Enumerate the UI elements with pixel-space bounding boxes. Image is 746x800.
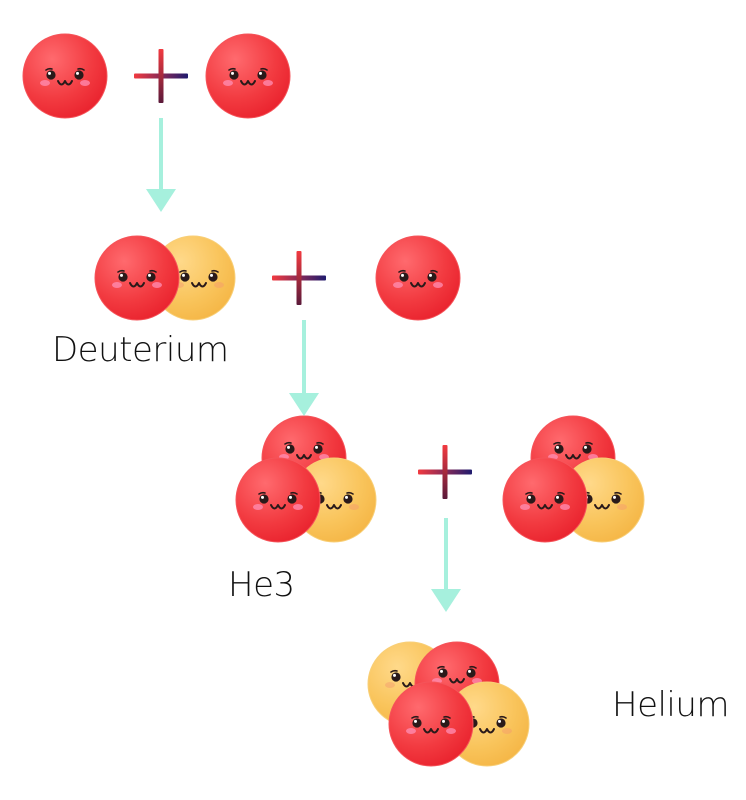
eye-icon	[496, 718, 506, 728]
eye-icon	[287, 494, 297, 504]
smile-icon	[449, 678, 465, 684]
deuterium-label: Deuterium	[52, 330, 229, 370]
proton-particle	[205, 33, 291, 119]
eye-icon	[46, 70, 56, 80]
eye-icon	[257, 70, 267, 80]
smile-icon	[296, 454, 312, 460]
eye-icon	[118, 272, 128, 282]
smile-icon	[565, 454, 581, 460]
symbols-layer	[134, 49, 472, 612]
eye-icon	[526, 494, 536, 504]
eye-icon	[427, 272, 437, 282]
eye-icon	[313, 444, 323, 454]
proton-particle	[22, 33, 108, 119]
eye-icon	[208, 272, 218, 282]
eye-icon	[259, 494, 269, 504]
eye-icon	[399, 272, 409, 282]
eye-icon	[554, 494, 564, 504]
smile-icon	[423, 728, 439, 734]
particles-layer	[22, 33, 645, 767]
down-arrow-icon	[431, 518, 461, 612]
smile-icon	[270, 504, 286, 510]
smile-icon	[129, 282, 145, 288]
eye-icon	[582, 444, 592, 454]
smile-icon	[191, 282, 207, 288]
plus-icon	[272, 251, 326, 305]
he3-label: He3	[228, 565, 295, 605]
eye-icon	[438, 668, 448, 678]
eye-icon	[440, 718, 450, 728]
proton-particle	[502, 457, 588, 543]
eye-icon	[285, 444, 295, 454]
proton-particle	[388, 681, 474, 767]
proton-particle	[235, 457, 321, 543]
eye-icon	[74, 70, 84, 80]
proton-particle	[375, 235, 461, 321]
eye-icon	[466, 668, 476, 678]
down-arrow-icon	[146, 118, 176, 212]
eye-icon	[229, 70, 239, 80]
smile-icon	[240, 80, 256, 86]
eye-icon	[611, 494, 621, 504]
smile-icon	[479, 728, 495, 734]
eye-icon	[412, 718, 422, 728]
eye-icon	[180, 272, 190, 282]
eye-icon	[343, 494, 353, 504]
eye-icon	[391, 672, 401, 682]
helium-label: Helium	[612, 685, 730, 725]
eye-icon	[554, 444, 564, 454]
plus-icon	[134, 49, 188, 103]
smile-icon	[410, 282, 426, 288]
plus-icon	[418, 445, 472, 499]
smile-icon	[57, 80, 73, 86]
eye-icon	[146, 272, 156, 282]
down-arrow-icon	[289, 320, 319, 416]
smile-icon	[594, 504, 610, 510]
smile-icon	[326, 504, 342, 510]
proton-particle	[94, 235, 180, 321]
smile-icon	[537, 504, 553, 510]
